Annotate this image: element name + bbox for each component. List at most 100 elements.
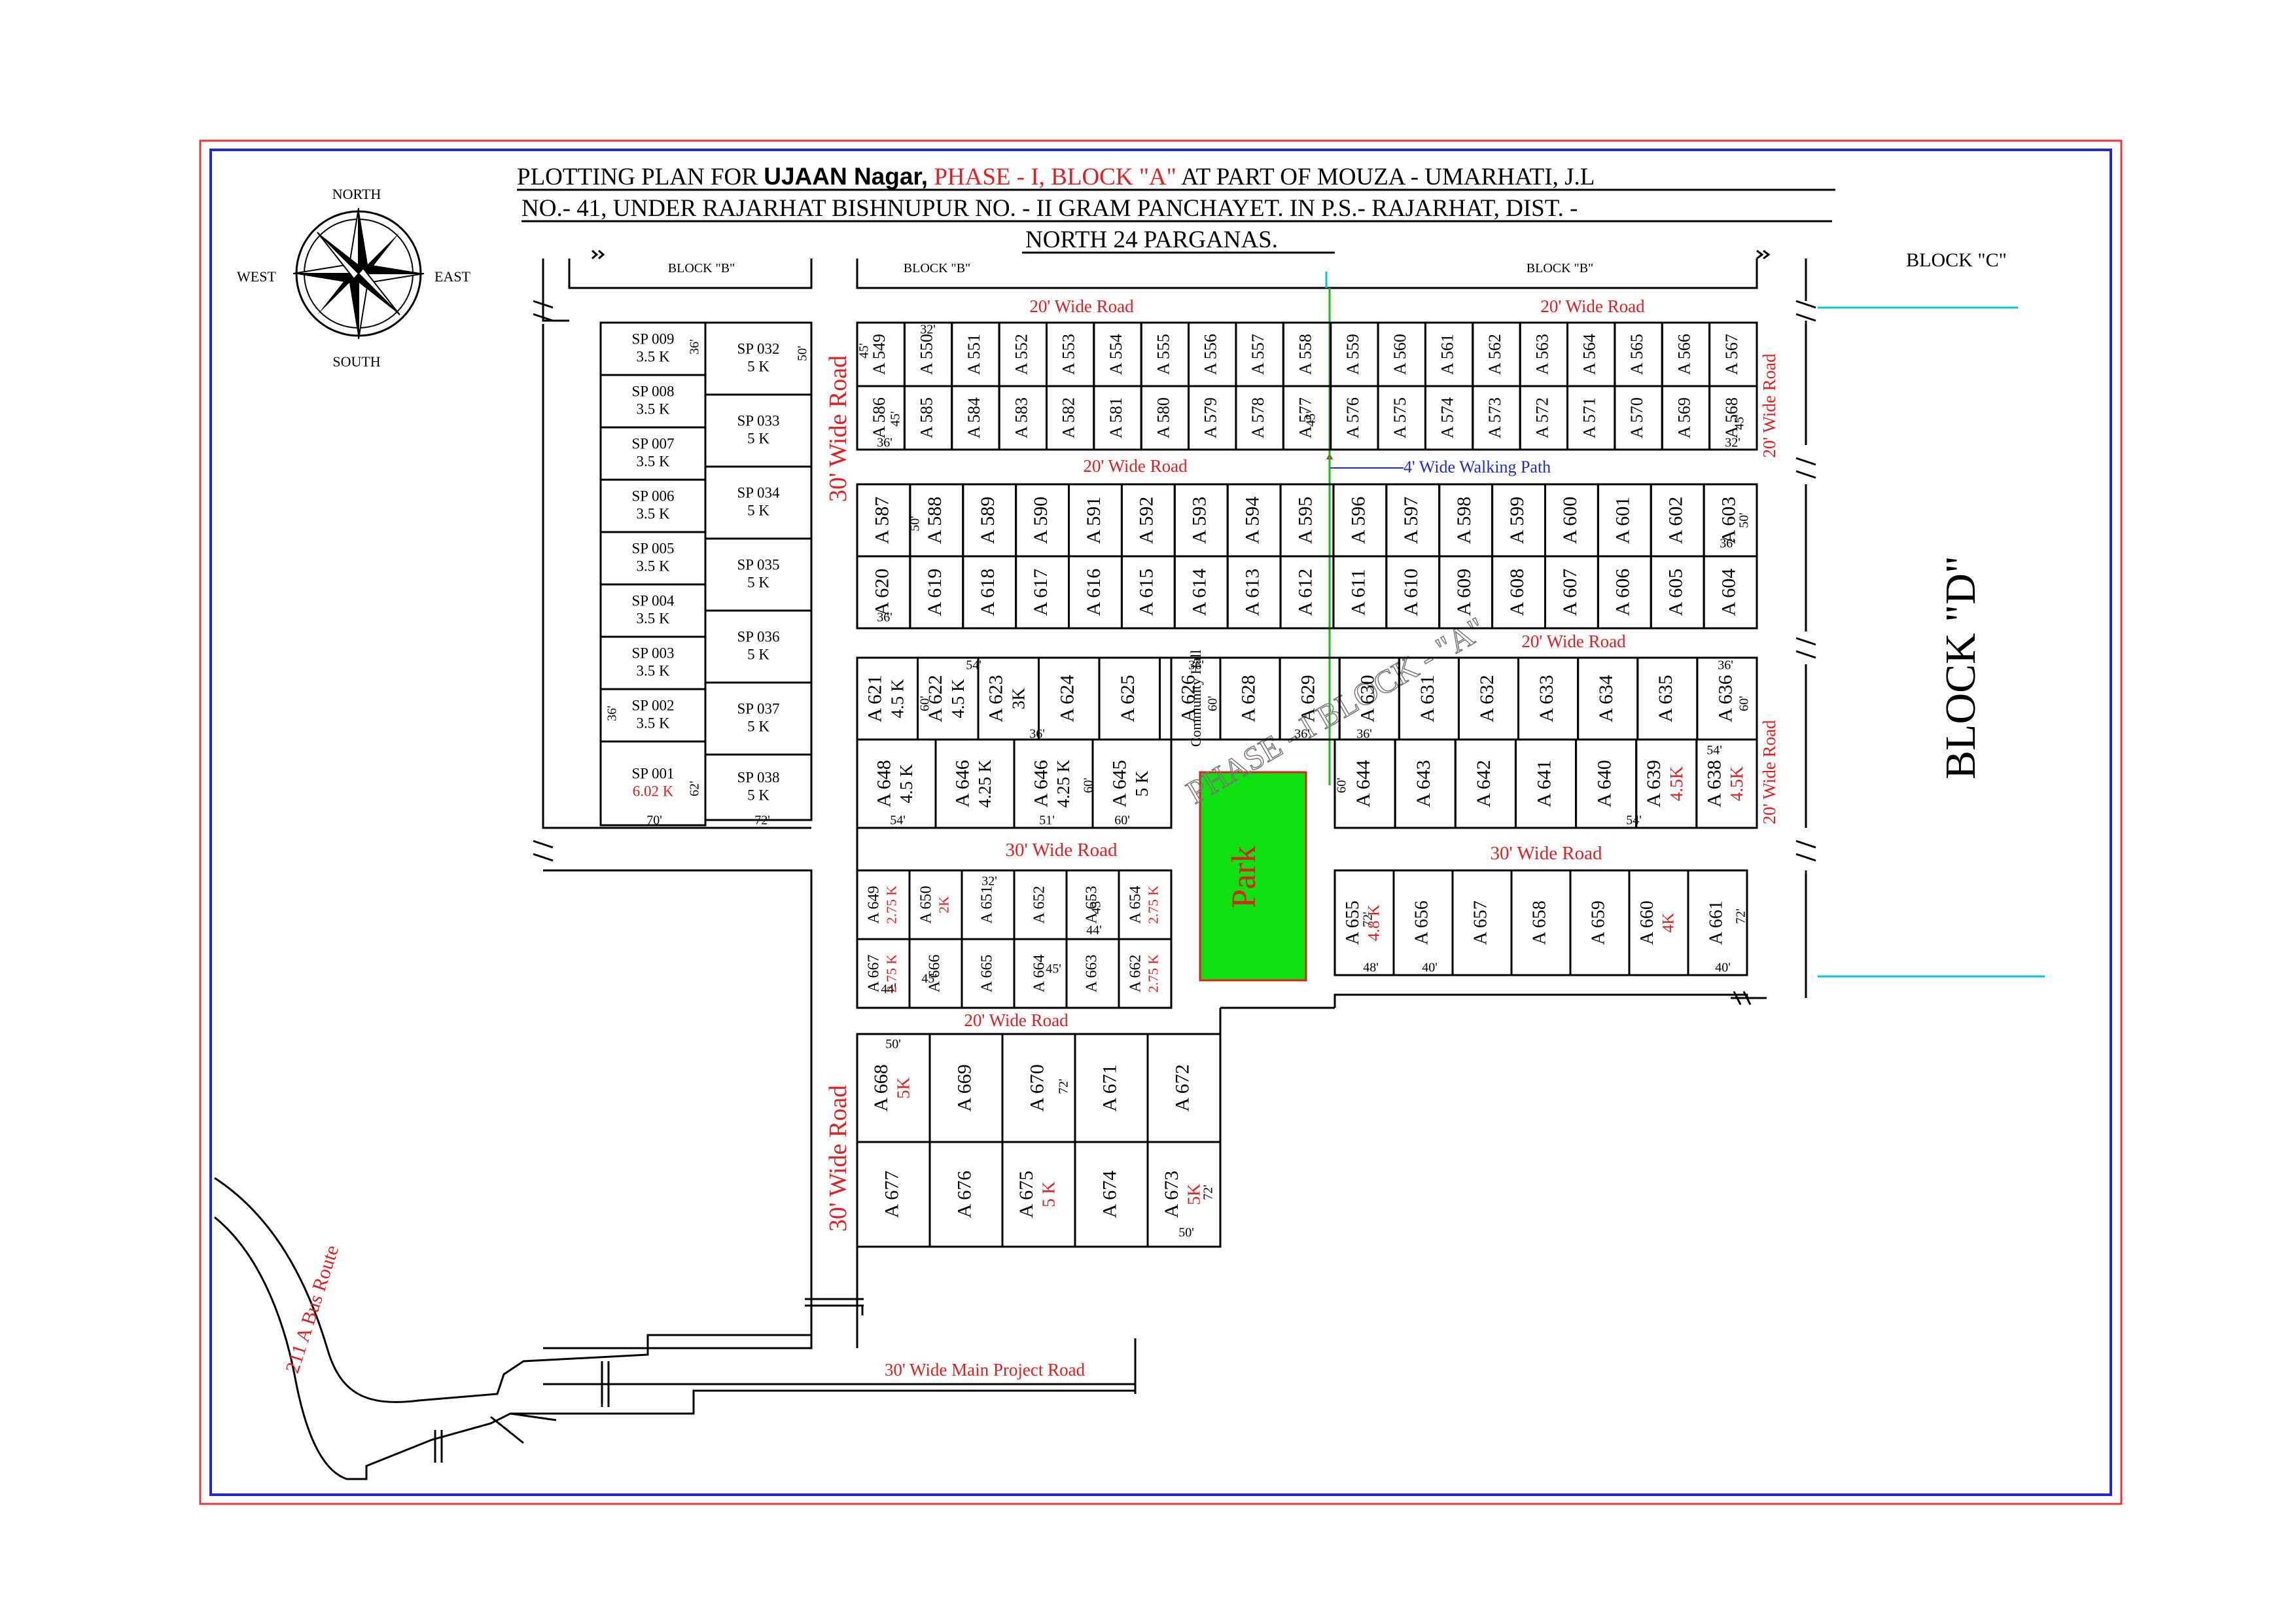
plot-number: A 620 (871, 569, 892, 616)
sp-plot-area: 3.5 K (636, 715, 670, 731)
plot-number: A 561 (1438, 334, 1457, 375)
svg-text:PLOTTING PLAN FOR UJAAN Nagar,: PLOTTING PLAN FOR UJAAN Nagar, PHASE - I… (517, 163, 1595, 190)
dimension-label: 36' (1718, 658, 1733, 673)
plot-number: A 587 (871, 497, 892, 544)
dimension-label: 32' (981, 874, 997, 889)
plot-number: A 599 (1506, 497, 1528, 544)
plot-number: A 654 (1127, 885, 1144, 923)
dimension-label: 44' (881, 982, 896, 997)
plot-number: A 626 (1178, 675, 1199, 722)
plot-number: A 639 (1643, 760, 1665, 808)
dimension-label: 36' (1029, 727, 1045, 741)
plot-number: A 601 (1612, 497, 1634, 544)
block-b-label-middle: BLOCK "B" (904, 261, 970, 276)
plot-number: A 623 (985, 675, 1007, 722)
plot-number: A 595 (1294, 497, 1316, 544)
plot-number: A 569 (1674, 397, 1693, 438)
sp-plot-area: 3.5 K (636, 401, 670, 417)
dimension-label: 36' (1188, 658, 1204, 673)
road-30ft-left-top-label: 30' Wide Road (824, 355, 852, 502)
plot-area: 2K (936, 896, 951, 914)
road-20ft-middle2-label: 20' Wide Road (1521, 632, 1626, 651)
plot-number: A 635 (1655, 675, 1676, 722)
plot-number: A 652 (1031, 885, 1048, 923)
plot-number: A 565 (1627, 334, 1646, 375)
sp-plot-number: SP 008 (632, 383, 675, 399)
plot-area: 4.5 K (948, 679, 968, 719)
plot-number: A 583 (1012, 397, 1031, 438)
road-break-marks (533, 249, 1816, 1394)
plot-number: A 611 (1347, 569, 1369, 615)
dimension-label: 40' (1715, 961, 1731, 975)
dimension-label: 45' (1733, 414, 1747, 430)
dimension-label: 45' (857, 343, 872, 359)
plot-number: A 577 (1296, 397, 1315, 438)
plot-number: A 598 (1453, 497, 1475, 544)
sp-plot-area: 3.5 K (636, 453, 670, 469)
dimension-label: 60' (1335, 777, 1349, 793)
block-b-label-left: BLOCK "B" (668, 261, 735, 276)
plot-number: A 667 (865, 954, 882, 992)
plot-number: A 589 (977, 497, 998, 544)
plot-number: A 630 (1357, 675, 1379, 722)
plot-number: A 657 (1470, 901, 1491, 945)
plot-number: A 567 (1722, 334, 1741, 375)
sp-plot-number: SP 035 (737, 556, 780, 573)
title-project-name: UJAAN Nagar, (764, 163, 928, 190)
block-c-label: BLOCK "C" (1906, 249, 2007, 271)
sp-plot-number: SP 002 (632, 697, 675, 713)
plot-number: A 633 (1536, 675, 1557, 722)
plot-number: A 594 (1242, 497, 1263, 544)
sp-plot-number: SP 033 (737, 412, 780, 429)
plot-number: A 596 (1347, 497, 1369, 544)
dimension-label: 45' (1046, 962, 1061, 976)
plot-number: A 550 (917, 334, 936, 375)
sp-plot-number: SP 001 (632, 765, 675, 781)
plot-area: 4.5 K (896, 764, 916, 804)
plot-area: 4.5 K (887, 679, 907, 719)
plot-number: A 604 (1718, 569, 1739, 616)
plot-number: A 564 (1580, 334, 1599, 375)
dimension-label: 72' (1361, 912, 1375, 927)
plot-cell (1118, 938, 1173, 1009)
plot-number: A 675 (1016, 1171, 1037, 1219)
sp-plot-area: 3.5 K (636, 348, 670, 365)
dimension-label: 70' (646, 813, 662, 828)
walking-path (1326, 453, 1404, 469)
plot-number: A 634 (1595, 675, 1617, 722)
plot-number: A 566 (1674, 334, 1693, 375)
plot-area: 5 K (1039, 1181, 1059, 1207)
plot-number: A 556 (1201, 334, 1220, 375)
plot-number: A 614 (1189, 569, 1210, 616)
plot-number: A 640 (1594, 760, 1616, 808)
dimension-label: 50' (796, 346, 810, 361)
plot-number: A 644 (1352, 760, 1374, 808)
plot-number: A 676 (953, 1171, 975, 1219)
plot-number: A 619 (924, 569, 945, 616)
dimension-label: 32' (920, 323, 936, 337)
plot-number: A 674 (1099, 1171, 1120, 1219)
plot-number: A 666 (927, 954, 944, 992)
plot-number: A 572 (1532, 397, 1551, 438)
plot-number: A 629 (1298, 675, 1319, 722)
road-30ft-middle-right-label: 30' Wide Road (1490, 843, 1602, 864)
plot-number: A 632 (1476, 675, 1498, 722)
dimension-label: 45' (889, 411, 903, 427)
sp-plot-area: 5 K (747, 358, 769, 374)
plot-number: A 648 (873, 760, 894, 808)
compass-south: SOUTH (332, 353, 380, 370)
dimension-label: 48' (1363, 961, 1379, 975)
dimension-label: 36' (877, 436, 892, 450)
plot-cell (1708, 385, 1758, 451)
plot-area: 5K (1184, 1183, 1204, 1205)
road-20ft-top-left-label: 20' Wide Road (1029, 296, 1134, 316)
road-20ft-right-bottom-label: 20' Wide Road (1759, 720, 1779, 825)
plot-cell (1146, 1141, 1222, 1248)
plot-number: A 603 (1718, 497, 1739, 544)
plot-number: A 579 (1201, 397, 1220, 438)
park-area (1199, 771, 1307, 982)
dimension-label: 45' (1304, 411, 1318, 427)
plot-number: A 646 (1030, 760, 1051, 808)
title-line2: NO.- 41, UNDER RAJARHAT BISHNUPUR NO. - … (521, 195, 1578, 222)
